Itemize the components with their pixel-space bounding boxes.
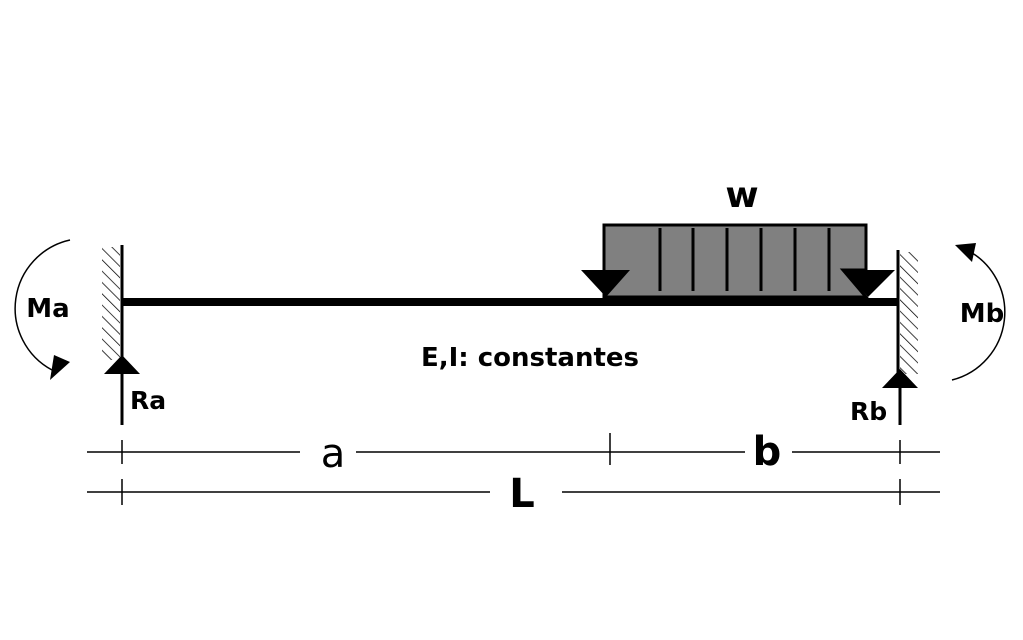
dimension-L-label: L xyxy=(509,471,535,517)
reaction-right-label: Rb xyxy=(850,397,887,426)
dimension-b-label: b xyxy=(753,429,782,475)
moment-right-label: Mb xyxy=(960,299,1004,329)
moment-arrow-left xyxy=(14,239,71,380)
distributed-load xyxy=(581,223,895,299)
moment-left-label: Ma xyxy=(26,294,69,324)
left-fixed-support xyxy=(102,245,124,362)
right-fixed-support xyxy=(896,250,918,376)
load-label: w xyxy=(725,175,758,216)
dimension-L xyxy=(87,479,940,505)
properties-label: E,I: constantes xyxy=(421,343,639,373)
dimension-a-label: a xyxy=(321,431,346,477)
reaction-arrow-right xyxy=(882,369,918,425)
dimension-a-b xyxy=(87,433,940,465)
reaction-left-label: Ra xyxy=(130,386,166,415)
reaction-arrow-left xyxy=(104,355,140,425)
moment-arrow-right xyxy=(951,243,1006,381)
